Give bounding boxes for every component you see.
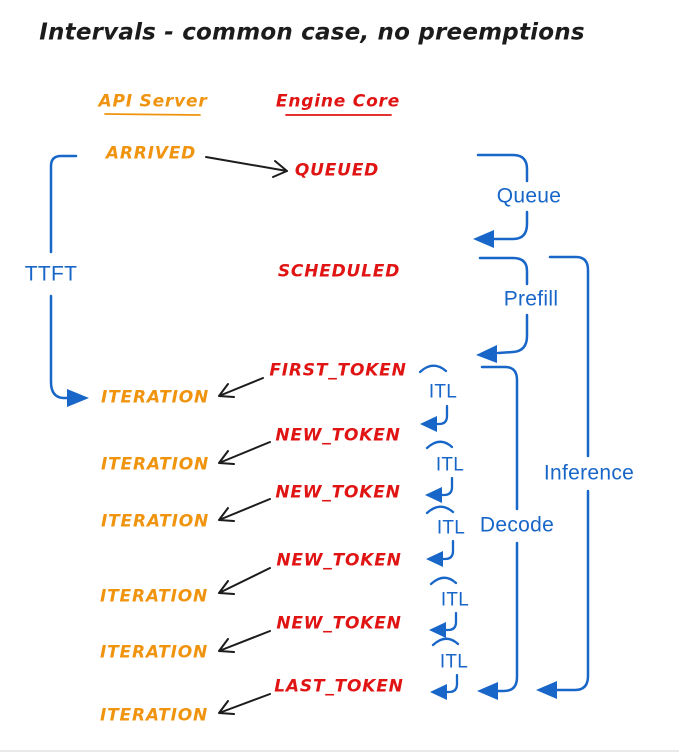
itl-2-arc — [425, 440, 454, 450]
inference-bracket-bottom — [555, 489, 590, 692]
queue-bracket-bottom — [492, 210, 529, 241]
itl-5-hook — [445, 673, 459, 694]
itl-2-arrowhead — [425, 487, 442, 503]
itl-4-arrowhead — [429, 622, 446, 638]
event-arrived: ARRIVED — [105, 143, 197, 164]
itl-1-hook — [435, 404, 449, 426]
api-server-underline — [104, 113, 201, 116]
itl-1-arrowhead — [420, 416, 437, 432]
arrow-new-token-3-to-iteration — [218, 567, 271, 595]
event-scheduled: SCHEDULED — [277, 261, 401, 282]
itl-4-arc — [429, 576, 458, 586]
ttft-bracket-top — [49, 154, 78, 254]
column-header-engine-core: Engine Core — [275, 91, 401, 112]
interval-prefill-label: Prefill — [501, 287, 561, 311]
event-iteration-3: ITERATION — [101, 511, 209, 532]
event-first-token: FIRST_TOKEN — [269, 360, 407, 381]
interval-itl-1-label: ITL — [426, 381, 460, 403]
itl-3-hook — [441, 539, 455, 561]
event-new-token-2: NEW_TOKEN — [275, 482, 401, 503]
event-iteration-4: ITERATION — [100, 586, 208, 607]
ttft-bracket-bottom — [49, 294, 72, 400]
interval-itl-4-label: ITL — [438, 589, 472, 611]
event-iteration-2: ITERATION — [101, 454, 209, 475]
arrow-last-token-to-iteration — [218, 693, 271, 715]
arrow-new-token-2-to-iteration — [218, 498, 271, 522]
decode-bracket-bottom — [496, 541, 519, 693]
decode-bracket-top — [480, 365, 519, 511]
itl-1-arc — [418, 364, 448, 374]
column-header-api-server: API Server — [98, 91, 208, 112]
event-new-token-1: NEW_TOKEN — [275, 425, 401, 446]
itl-4-hook — [444, 611, 458, 632]
ttft-arrowhead — [67, 389, 89, 407]
interval-inference-label: Inference — [541, 461, 637, 485]
interval-itl-3-label: ITL — [434, 517, 468, 539]
event-iteration-1: ITERATION — [101, 387, 209, 408]
diagram-title: Intervals - common case, no preemptions — [39, 19, 585, 46]
interval-ttft-label: TTFT — [22, 262, 80, 286]
itl-5-arc — [431, 637, 460, 647]
event-iteration-5: ITERATION — [100, 642, 208, 663]
arrow-new-token-1-to-iteration — [218, 441, 271, 465]
interval-itl-2-label: ITL — [433, 454, 467, 476]
itl-5-arrowhead — [430, 684, 447, 700]
event-iteration-6: ITERATION — [100, 705, 208, 726]
inference-bracket-top — [548, 255, 590, 458]
itl-2-hook — [440, 476, 454, 497]
event-new-token-3: NEW_TOKEN — [276, 550, 402, 571]
queue-arrowhead — [473, 230, 494, 248]
itl-3-arc — [425, 505, 455, 515]
itl-3-arrowhead — [426, 551, 443, 567]
inference-arrowhead — [536, 681, 557, 699]
event-queued: QUEUED — [294, 160, 380, 181]
arrow-arrived-to-queued — [205, 156, 288, 178]
decode-arrowhead — [477, 682, 498, 700]
arrow-new-token-4-to-iteration — [218, 630, 271, 653]
event-last-token: LAST_TOKEN — [274, 676, 404, 697]
prefill-arrowhead — [476, 345, 497, 363]
interval-itl-5-label: ITL — [437, 651, 471, 673]
prefill-bracket-bottom — [496, 313, 529, 355]
interval-queue-label: Queue — [494, 184, 564, 208]
prefill-bracket-top — [478, 256, 529, 286]
arrow-first-token-to-iteration — [218, 377, 264, 398]
event-new-token-4: NEW_TOKEN — [276, 613, 402, 634]
interval-decode-label: Decode — [477, 513, 557, 537]
queue-bracket-top — [476, 153, 529, 183]
